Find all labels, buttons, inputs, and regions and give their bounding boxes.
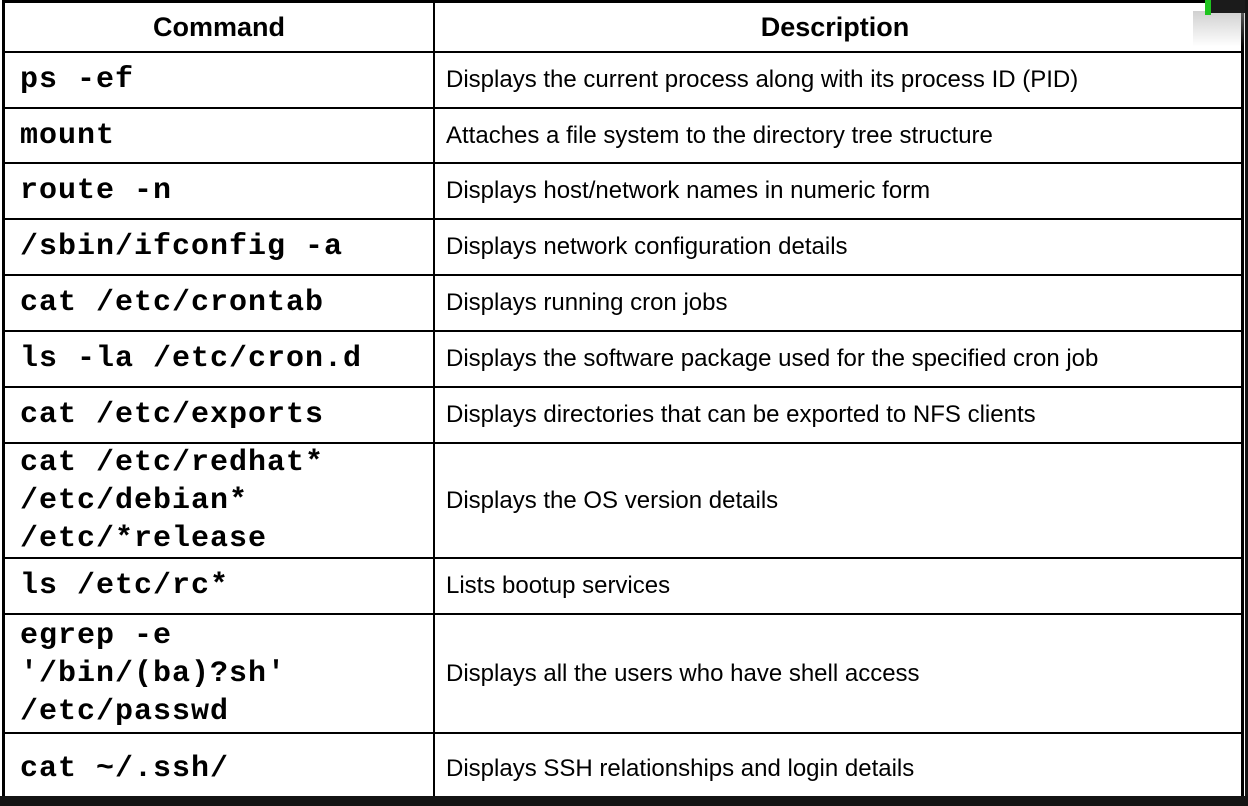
table-row: mount Attaches a file system to the dire… xyxy=(5,109,1241,164)
table-row: route -n Displays host/network names in … xyxy=(5,164,1241,220)
table-row: cat ~/.ssh/ Displays SSH relationships a… xyxy=(5,734,1241,804)
description-cell: Displays the current process along with … xyxy=(446,66,1079,93)
green-indicator-stripe xyxy=(1205,0,1211,15)
column-header-description: Description xyxy=(760,12,910,42)
table-row: cat /etc/exports Displays directories th… xyxy=(5,388,1241,444)
table-row: /sbin/ifconfig -a Displays network confi… xyxy=(5,220,1241,276)
description-cell: Displays running cron jobs xyxy=(446,289,728,316)
right-edge-strip xyxy=(1245,0,1248,806)
column-header-command: Command xyxy=(5,3,435,51)
overlay-window-corner xyxy=(1211,0,1248,13)
command-cell: cat /etc/exports xyxy=(5,388,435,442)
description-cell: Displays SSH relationships and login det… xyxy=(446,755,915,782)
description-cell: Lists bootup services xyxy=(446,572,671,599)
description-cell: Displays the OS version details xyxy=(446,486,779,514)
table-row: ps -ef Displays the current process alon… xyxy=(5,53,1241,109)
command-cell: cat ~/.ssh/ xyxy=(5,734,435,804)
description-cell: Displays directories that can be exporte… xyxy=(446,401,1036,428)
command-cell: egrep -e '/bin/(ba)?sh' /etc/passwd xyxy=(5,615,435,732)
description-cell: Displays the software package used for t… xyxy=(446,345,1099,372)
table-row: cat /etc/crontab Displays running cron j… xyxy=(5,276,1241,332)
command-cell: ls /etc/rc* xyxy=(5,559,435,613)
table-header-row: Command Description xyxy=(5,3,1241,53)
table-row: ls -la /etc/cron.d Displays the software… xyxy=(5,332,1241,388)
description-cell: Displays network configuration details xyxy=(446,233,848,260)
command-cell: /sbin/ifconfig -a xyxy=(5,220,435,274)
table-row: egrep -e '/bin/(ba)?sh' /etc/passwd Disp… xyxy=(5,615,1241,734)
command-cell: cat /etc/crontab xyxy=(5,276,435,330)
bottom-edge-bar xyxy=(0,796,1248,806)
command-cell: route -n xyxy=(5,164,435,218)
command-cell: cat /etc/redhat* /etc/debian* /etc/*rele… xyxy=(5,444,435,557)
table-row: ls /etc/rc* Lists bootup services xyxy=(5,559,1241,615)
description-cell: Attaches a file system to the directory … xyxy=(446,121,993,149)
command-cell: mount xyxy=(5,109,435,162)
description-cell: Displays host/network names in numeric f… xyxy=(446,177,931,204)
table-row: cat /etc/redhat* /etc/debian* /etc/*rele… xyxy=(5,444,1241,559)
command-cell: ps -ef xyxy=(5,53,435,107)
description-cell: Displays all the users who have shell ac… xyxy=(446,659,920,687)
command-cell: ls -la /etc/cron.d xyxy=(5,332,435,386)
